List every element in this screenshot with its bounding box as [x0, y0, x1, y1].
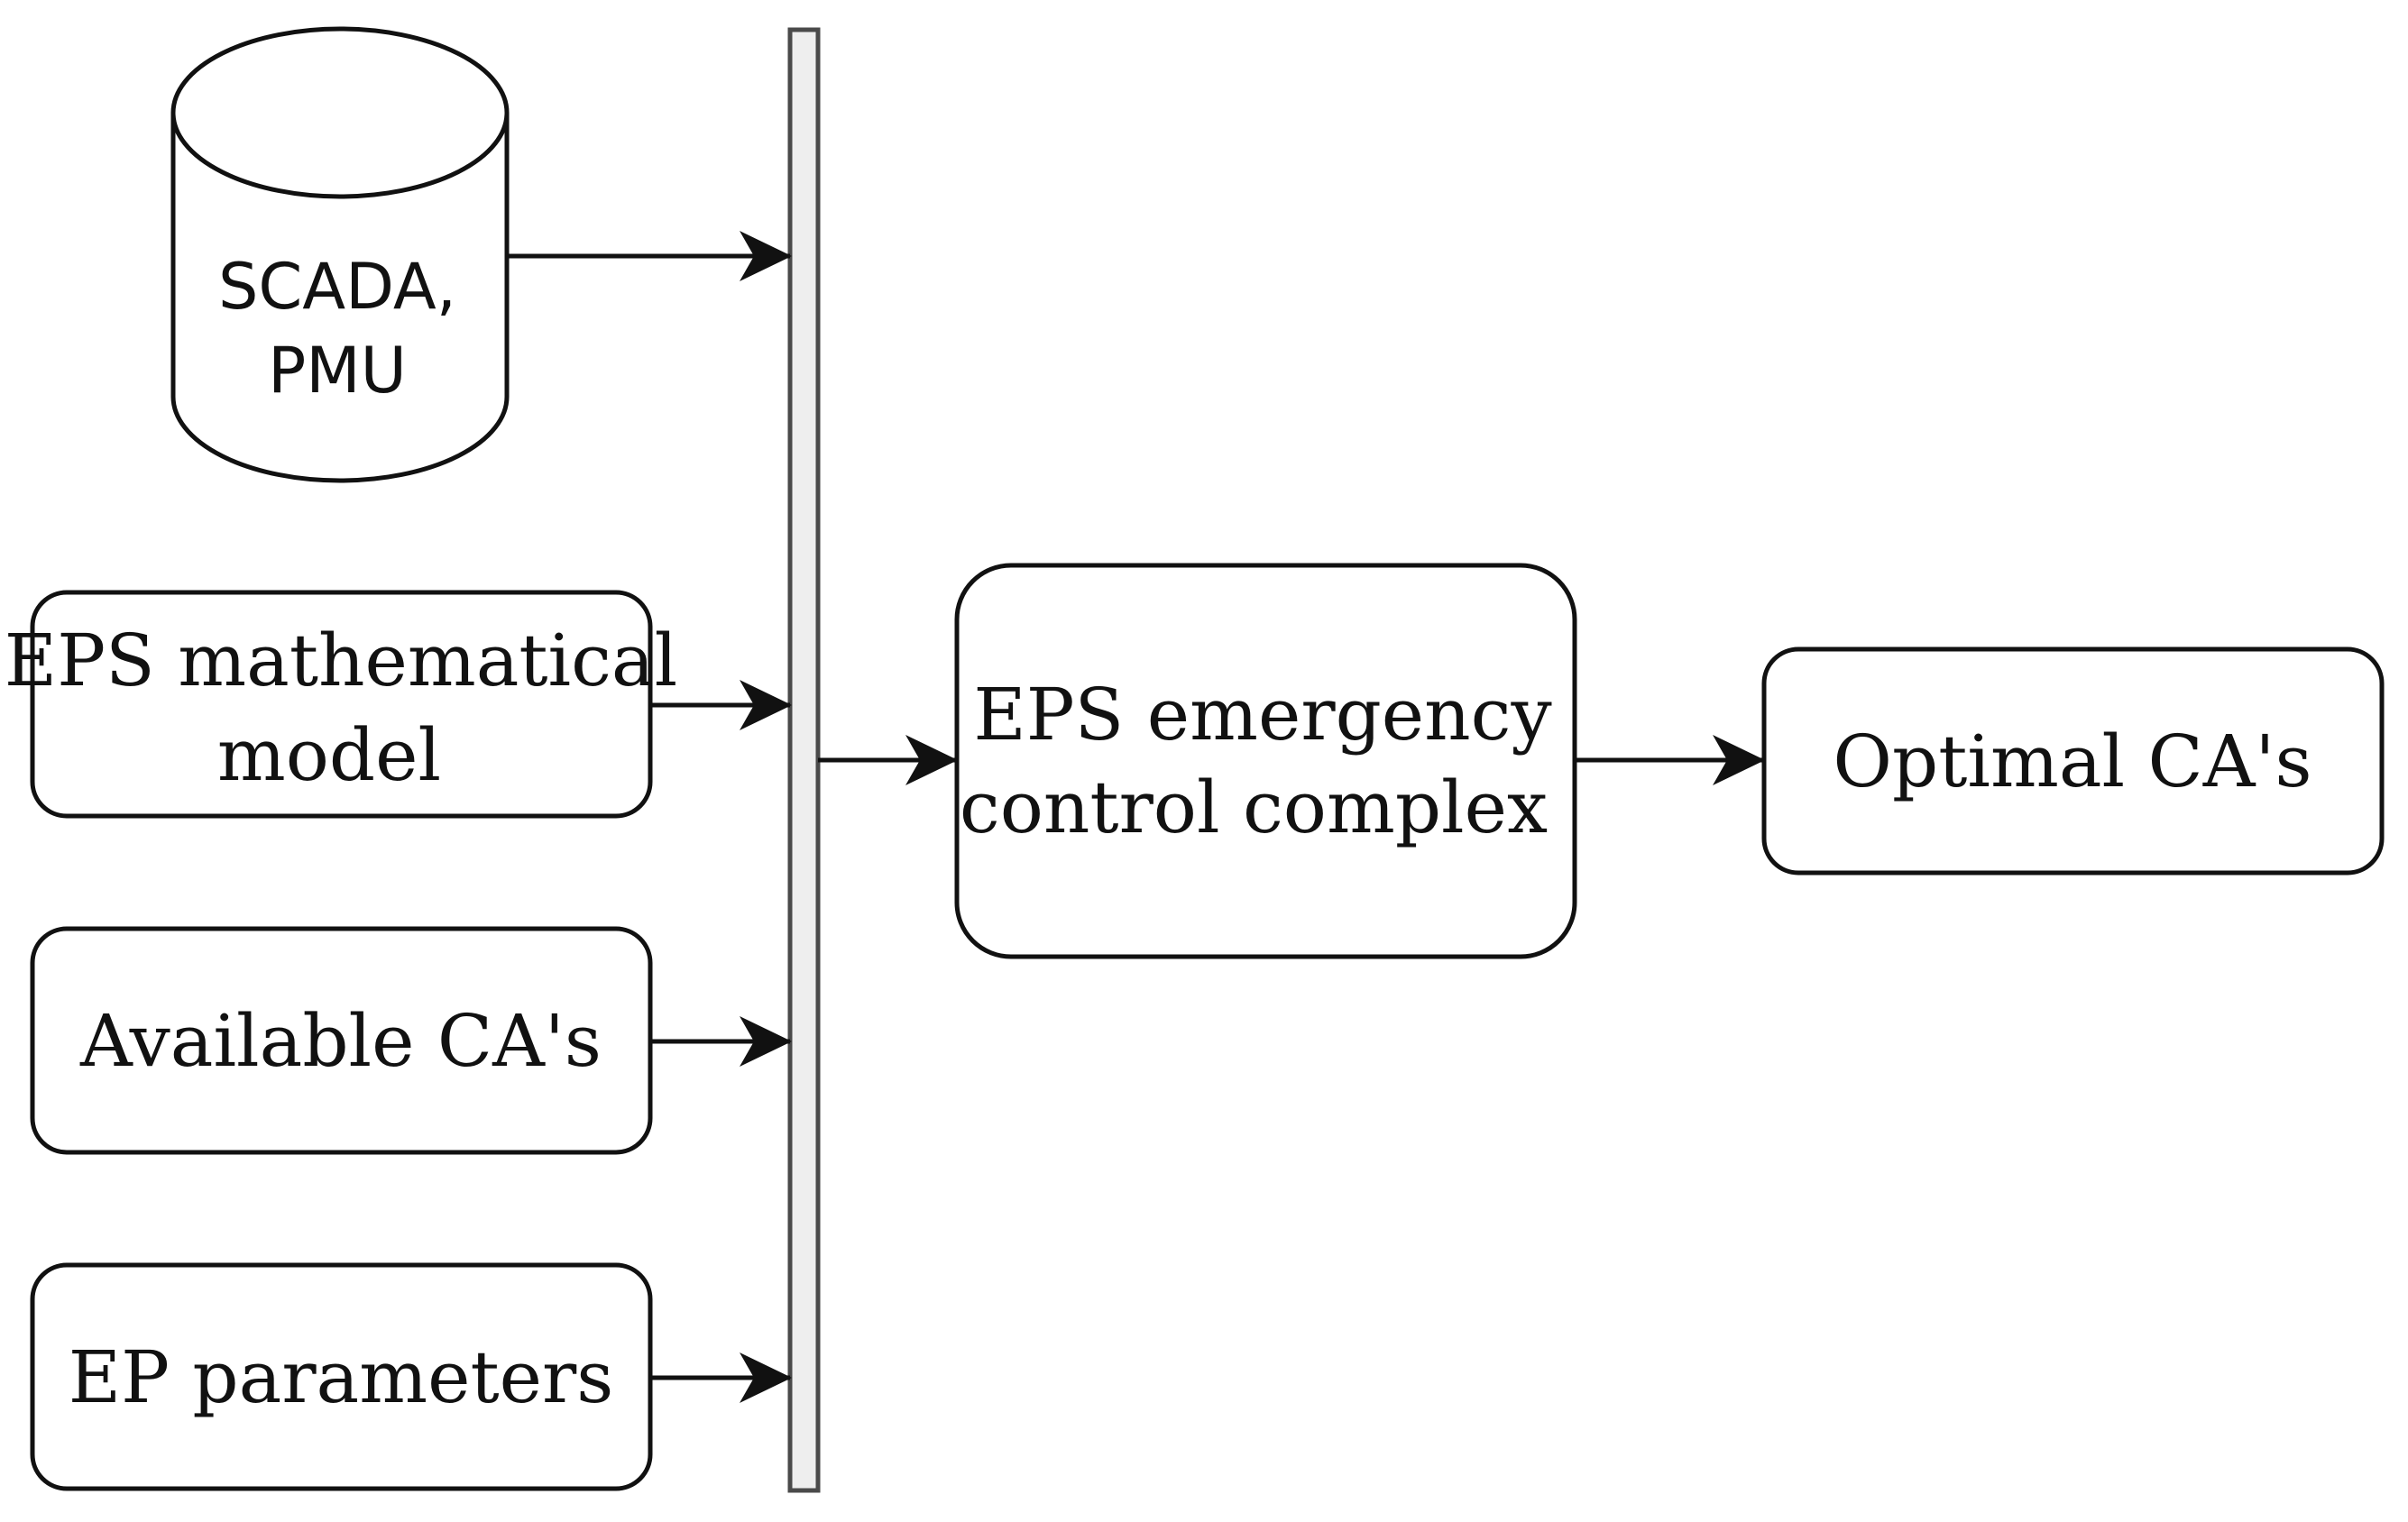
database-body [170, 113, 510, 483]
collector-bus [787, 27, 821, 1493]
control-complex-label-line2: control complex [960, 766, 1548, 849]
optimal-ca-label: Optimal CA's [1833, 720, 2311, 803]
math-model-box: EPS mathematical model [5, 590, 677, 819]
control-complex-label-line1: EPS emergency [973, 673, 1551, 756]
ep-parameters-box: EP parameters [30, 1262, 653, 1491]
ep-parameters-label: EP parameters [69, 1335, 614, 1419]
control-complex-box: EPS emergency control complex [954, 563, 1577, 959]
scada-pmu-database: SCADA, PMU [170, 26, 510, 483]
optimal-ca-box: Optimal CA's [1761, 646, 2385, 876]
optimal-ca-rect [1761, 646, 2385, 876]
available-ca-label: Available CA's [79, 999, 602, 1083]
math-model-label-line1: EPS mathematical [5, 619, 677, 702]
control-complex-rect [954, 563, 1577, 959]
math-model-label-line2: model [217, 713, 441, 797]
available-ca-box: Available CA's [30, 926, 653, 1155]
database-label-line2: PMU [268, 334, 407, 408]
database-label-line1: SCADA, [218, 250, 456, 324]
database-top [170, 26, 510, 199]
